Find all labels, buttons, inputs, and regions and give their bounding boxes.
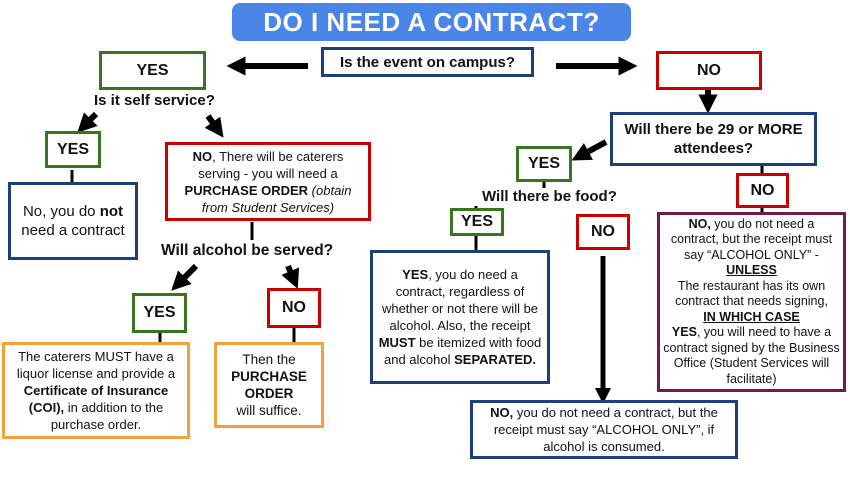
label-yes-food-text: YES [460,213,493,230]
label-yes-campus: YES [99,51,206,90]
label-yes-campus-text: YES [136,61,169,79]
po-suffice-post: will suffice. [236,403,302,418]
question-attendees: Will there be 29 or MORE attendees? [610,112,817,166]
question-attendees-text: Will there be 29 or MORE attendees? [624,121,803,157]
food-yes-bold3: SEPARATED. [454,352,536,367]
food-no-body: you do not need a contract, but the rece… [493,405,718,454]
question-on-campus: Is the event on campus? [321,47,534,77]
attendees-no-bold2: YES [671,325,697,340]
coi-bold: Certificate of Insurance (COI), [23,383,169,415]
label-no-food: NO [576,214,630,250]
label-no-attendees: NO [736,173,789,208]
label-no-campus-text: NO [697,61,721,79]
food-yes-bold1: YES [402,267,429,282]
result-self-pre: No, you do [22,203,100,220]
label-no-alcohol-text: NO [282,299,306,316]
caterers-italic: (obtain from Student Services) [201,182,352,215]
label-no-alcohol: NO [267,288,321,328]
food-no-text: NO, you do not need a contract, but the … [481,404,727,455]
food-no-bold: NO, [490,405,514,420]
arrow-alcohol-no [281,264,300,289]
result-food-yes-contract: YES, you do need a contract, regardless … [370,250,550,384]
po-suffice-pre: Then the [242,352,296,367]
result-certificate-of-insurance: The caterers MUST have a liquor license … [2,342,190,439]
result-self-bold: not [99,203,124,220]
food-yes-bold2: MUST [378,335,416,350]
coi-pre: The caterers MUST have a liquor license … [16,349,176,381]
question-alcohol: Will alcohol be served? [161,242,334,259]
arrow-self-yes [77,111,99,133]
food-yes-mid2: be itemized with food and alcohol [384,335,542,367]
label-yes-self-service-text: YES [56,140,89,158]
coi-text: The caterers MUST have a liquor license … [9,348,183,433]
question-food: Will there be food? [482,188,617,205]
attendees-no-text2: The restaurant has its own contract that… [675,278,828,309]
result-caterers-purchase-order: NO, There will be caterers serving - you… [165,142,371,221]
food-yes-text: YES, you do need a contract, regardless … [377,266,543,368]
page-title: DO I NEED A CONTRACT? [232,3,631,41]
result-no-contract-self-text: No, you do not need a contract [15,202,131,240]
attendees-no-bold1: NO, [688,216,711,231]
label-yes-alcohol-text: YES [143,304,176,321]
label-no-campus: NO [656,51,762,90]
question-on-campus-text: Is the event on campus? [339,53,516,71]
result-self-post: need a contract [21,222,125,239]
attendees-no-text1: you do not need a contract, but the rece… [670,216,833,262]
caterers-no-label: NO [192,148,213,164]
result-food-no-alcohol-only: NO, you do not need a contract, but the … [470,400,738,459]
label-no-food-text: NO [591,223,615,240]
result-attendees-no-unless: NO, you do not need a contract, but the … [657,212,846,392]
label-yes-attendees-text: YES [527,155,560,172]
result-no-contract-self: No, you do not need a contract [8,182,138,260]
food-yes-mid: , you do need a contract, regardless of … [381,267,539,333]
label-yes-self-service: YES [45,131,101,168]
attendees-no-text3: , you will need to have a contract signe… [663,325,840,386]
po-suffice-bold: PURCHASE ORDER [231,369,307,401]
attendees-no-part3: YES, you will need to have a contract si… [663,325,840,387]
attendees-no-unless: UNLESS [726,263,777,278]
arrow-self-caterers [204,114,224,138]
caterers-text: NO, There will be caterers serving - you… [172,148,364,216]
label-yes-food: YES [450,208,504,236]
label-yes-alcohol: YES [132,293,187,333]
label-yes-attendees: YES [516,146,572,182]
question-self-service: Is it self service? [94,92,215,109]
caterers-po: PURCHASE ORDER [184,182,309,198]
attendees-no-part1: NO, you do not need a contract, but the … [663,217,840,264]
result-purchase-order-suffice: Then the PURCHASE ORDER will suffice. [214,342,324,428]
label-no-attendees-text: NO [750,181,775,199]
arrow-attendees-yes [571,139,608,161]
caterers-line1: , There will be caterers serving - you w… [198,148,344,181]
attendees-no-in-which-case: IN WHICH CASE [703,309,800,324]
coi-post: in addition to the purchase order. [50,400,164,432]
arrow-alcohol-yes [171,263,199,291]
